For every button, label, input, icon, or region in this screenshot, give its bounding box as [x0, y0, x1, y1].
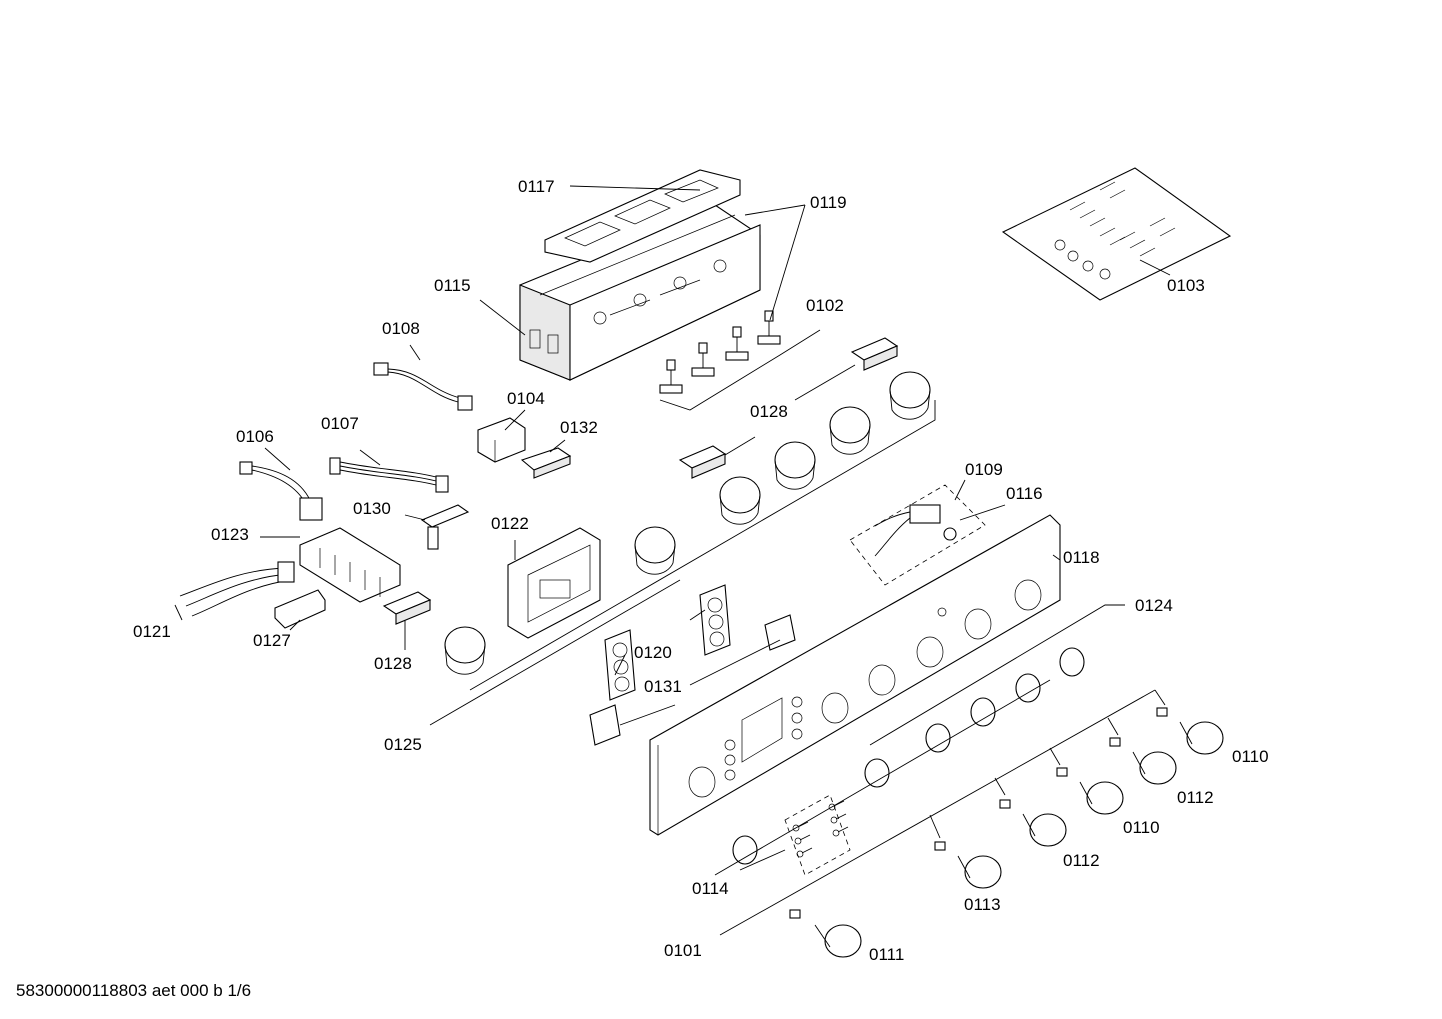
label-0112-a: 0112	[1177, 788, 1214, 807]
bracket-0130	[420, 504, 470, 550]
timer-module-0122	[507, 527, 601, 639]
label-0123: 0123	[211, 525, 249, 544]
label-0121: 0121	[133, 622, 171, 641]
terminal-block-0123	[299, 527, 401, 603]
screw-bag-0103	[1001, 167, 1232, 301]
switch-housing-0115	[519, 204, 761, 381]
label-0103: 0103	[1167, 276, 1205, 295]
leader-lines	[174, 185, 1171, 936]
part-0104	[477, 417, 526, 463]
wire-set-0121	[179, 561, 295, 617]
drawing-reference-number: 58300000118803 aet 000 b 1/6	[16, 981, 252, 1000]
screws-0114	[784, 794, 851, 876]
label-0107: 0107	[321, 414, 359, 433]
label-0131: 0131	[644, 677, 682, 696]
label-0125: 0125	[384, 735, 422, 754]
thermostat-0109	[849, 484, 986, 586]
label-0119: 0119	[810, 193, 847, 212]
label-0113: 0113	[964, 895, 1001, 914]
clip-0128-upper	[678, 337, 899, 479]
part-0132	[520, 447, 572, 479]
control-panel-0118	[649, 514, 1061, 836]
label-0115: 0115	[434, 276, 471, 295]
label-0112-b: 0112	[1063, 851, 1100, 870]
label-0106: 0106	[236, 427, 274, 446]
label-0111: 0111	[869, 945, 904, 964]
knob-holders-0125	[444, 371, 931, 675]
bracket-0131	[589, 614, 796, 746]
label-0120: 0120	[634, 643, 672, 662]
part-0127	[274, 589, 326, 629]
switch-contacts-0102	[659, 310, 781, 394]
cable-harness-0108	[373, 362, 473, 411]
label-0109: 0109	[965, 460, 1003, 479]
control-knobs	[789, 707, 1224, 958]
label-0108: 0108	[382, 319, 420, 338]
cable-harness-0106	[239, 461, 323, 521]
label-0117: 0117	[518, 177, 555, 196]
clip-0128-lower	[382, 591, 432, 625]
label-0124: 0124	[1135, 596, 1173, 615]
part-labels: 0117 0119 0115 0108 0102 0104 0103 0106 …	[133, 177, 1269, 964]
label-0130: 0130	[353, 499, 391, 518]
label-0116: 0116	[1006, 484, 1043, 503]
switch-cover-0117	[544, 169, 741, 263]
label-0110-a: 0110	[1232, 747, 1269, 766]
label-0128-upper: 0128	[750, 402, 788, 421]
ribbon-cable-0107	[329, 457, 449, 493]
label-0114: 0114	[692, 879, 729, 898]
label-0118: 0118	[1063, 548, 1100, 567]
label-0110-b: 0110	[1123, 818, 1160, 837]
label-0128-lower: 0128	[374, 654, 412, 673]
label-0127: 0127	[253, 631, 291, 650]
label-0122: 0122	[491, 514, 529, 533]
label-0102: 0102	[806, 296, 844, 315]
label-0104: 0104	[507, 389, 545, 408]
label-0132: 0132	[560, 418, 598, 437]
label-0101: 0101	[664, 941, 702, 960]
